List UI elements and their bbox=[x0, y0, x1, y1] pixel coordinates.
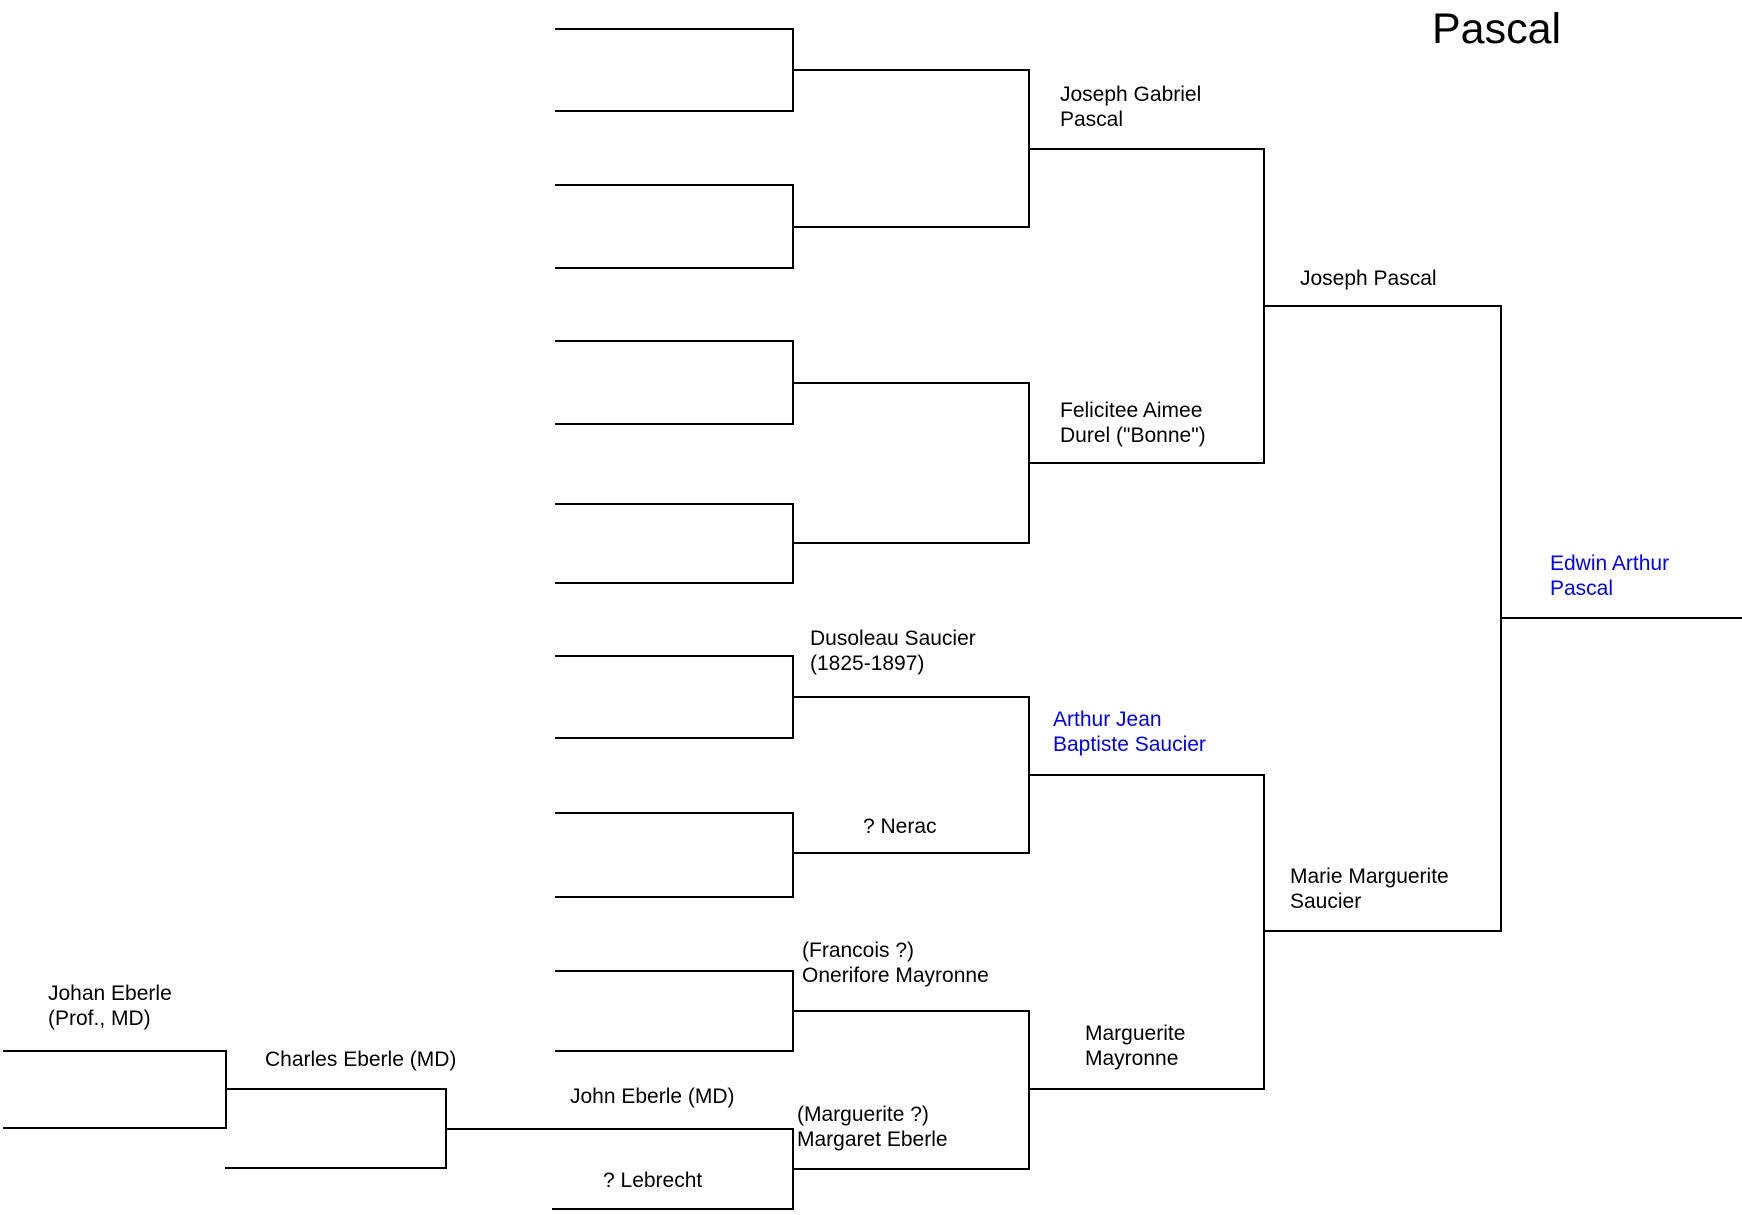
connector-line bbox=[792, 226, 1028, 228]
connector-line bbox=[555, 812, 792, 814]
person-label-joseph-gabriel-pascal: Joseph Gabriel Pascal bbox=[1060, 83, 1202, 131]
person-label-charles-eberle: Charles Eberle (MD) bbox=[265, 1048, 457, 1071]
connector-line bbox=[792, 382, 1028, 384]
connector-line bbox=[555, 110, 792, 112]
connector-line bbox=[3, 1127, 225, 1129]
connector-line bbox=[1500, 305, 1502, 932]
person-label-onerifore-mayronne: (Francois ?) Onerifore Mayronne bbox=[802, 939, 989, 987]
connector-line bbox=[792, 542, 1028, 544]
connector-line bbox=[555, 655, 792, 657]
connector-line bbox=[555, 896, 792, 898]
person-label-marie-saucier: Marie Marguerite Saucier bbox=[1290, 865, 1449, 913]
connector-line bbox=[445, 1088, 447, 1169]
person-label-felicitee-durel: Felicitee Aimee Durel ("Bonne") bbox=[1060, 399, 1206, 447]
person-label-john-eberle: John Eberle (MD) bbox=[570, 1085, 735, 1108]
connector-line bbox=[792, 812, 794, 898]
connector-line bbox=[792, 1168, 1028, 1170]
connector-line bbox=[552, 1208, 792, 1210]
connector-line bbox=[225, 1050, 227, 1129]
connector-line bbox=[555, 423, 792, 425]
connector-line bbox=[225, 1167, 445, 1169]
connector-line bbox=[792, 184, 794, 269]
connector-line bbox=[3, 1050, 225, 1052]
connector-line bbox=[792, 1128, 794, 1210]
connector-line bbox=[1028, 774, 1263, 776]
person-label-lebrecht: ? Lebrecht bbox=[603, 1169, 703, 1192]
person-link-arthur-saucier[interactable]: Arthur Jean Baptiste Saucier bbox=[1053, 708, 1206, 756]
connector-line bbox=[555, 582, 792, 584]
connector-line bbox=[1263, 305, 1500, 307]
connector-line bbox=[792, 852, 1028, 854]
connector-line bbox=[1028, 69, 1030, 228]
person-link-edwin-pascal[interactable]: Edwin Arthur Pascal bbox=[1550, 552, 1670, 600]
connector-line bbox=[1028, 696, 1030, 854]
connector-line bbox=[1263, 930, 1500, 932]
person-label-johan-eberle: Johan Eberle (Prof., MD) bbox=[48, 982, 172, 1030]
connector-line bbox=[792, 696, 1028, 698]
person-label-nerac: ? Nerac bbox=[863, 815, 937, 838]
connector-line bbox=[1500, 617, 1742, 619]
connector-line bbox=[555, 503, 792, 505]
connector-line bbox=[792, 1010, 1028, 1012]
connector-line bbox=[555, 267, 792, 269]
connector-line bbox=[1028, 148, 1263, 150]
connector-line bbox=[555, 184, 792, 186]
connector-line bbox=[1263, 774, 1265, 1090]
connector-line bbox=[555, 28, 792, 30]
connector-line bbox=[1028, 1088, 1263, 1090]
person-label-marguerite-mayronne: Marguerite Mayronne bbox=[1085, 1022, 1186, 1070]
connector-line bbox=[792, 503, 794, 584]
connector-line bbox=[555, 1050, 792, 1052]
connector-line bbox=[792, 69, 1028, 71]
tree-title: Pascal bbox=[1432, 5, 1562, 53]
connector-line bbox=[1028, 382, 1030, 544]
connector-line bbox=[792, 340, 794, 425]
connector-line bbox=[792, 655, 794, 739]
connector-line bbox=[555, 970, 792, 972]
connector-line bbox=[1028, 1010, 1030, 1170]
connector-line bbox=[792, 28, 794, 112]
connector-line bbox=[555, 737, 792, 739]
connector-line bbox=[1028, 462, 1263, 464]
connector-line bbox=[555, 340, 792, 342]
person-label-margaret-eberle: (Marguerite ?) Margaret Eberle bbox=[797, 1103, 948, 1151]
connector-line bbox=[445, 1128, 792, 1130]
person-label-joseph-pascal: Joseph Pascal bbox=[1300, 267, 1437, 290]
person-label-dusoleau-saucier: Dusoleau Saucier (1825-1897) bbox=[810, 627, 976, 675]
connector-line bbox=[1263, 148, 1265, 464]
connector-line bbox=[792, 970, 794, 1052]
connector-line bbox=[225, 1088, 445, 1090]
